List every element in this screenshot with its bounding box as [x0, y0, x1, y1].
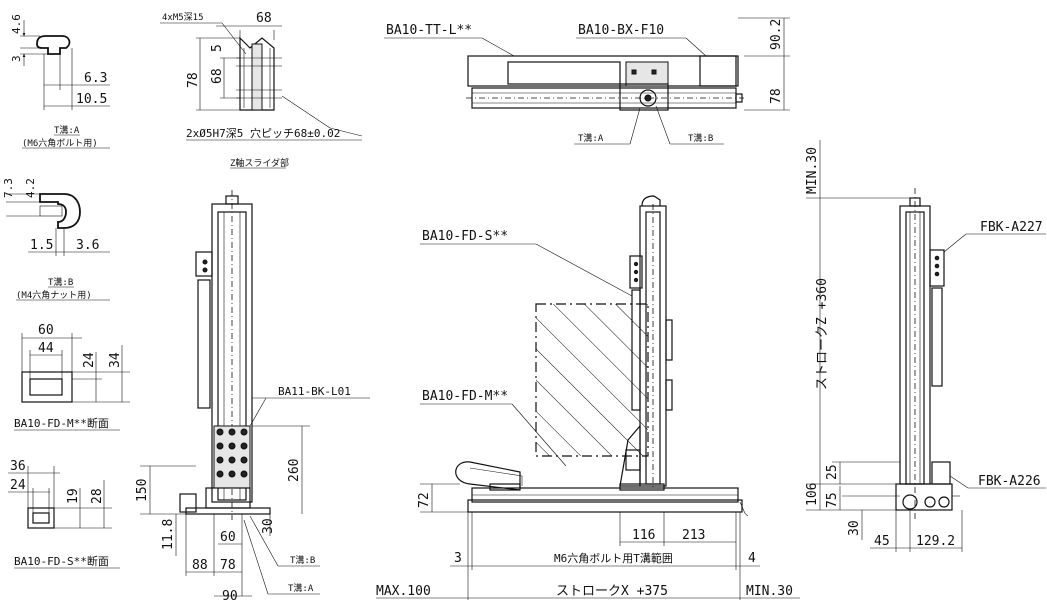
slot-b-title: T溝:B — [48, 276, 73, 288]
dim-19: 19 — [66, 488, 81, 504]
z-slider-detail: 4xM5深15 68 5 78 68 2xØ5H7深5 穴ピッチ68±0.02 … — [160, 11, 363, 169]
dim-60b: 60 — [220, 530, 236, 545]
dim-25: 25 — [825, 464, 840, 480]
dim-106: 106 — [805, 483, 820, 506]
dim-24b: 24 — [10, 478, 26, 493]
dim-1-5: 1.5 — [30, 238, 53, 253]
right-side-view: FBK-A227 FBK-A226 MIN.30 ストロークZ +360 106… — [805, 140, 1046, 552]
fd-s-section: 36 24 19 28 BA10-FD-S**断面 — [8, 459, 120, 569]
dim-68b: 68 — [210, 68, 225, 84]
dim-45: 45 — [874, 534, 890, 549]
dim-72: 72 — [417, 492, 432, 508]
slot-a-profile: 4.6 3 6.3 10.5 T溝:A (M6六角ボルト用) — [10, 14, 110, 149]
dim-78b: 78 — [769, 88, 784, 104]
front-view: BA10-FD-S** BA10-FD-M** 72 116 213 3 M6六… — [376, 195, 800, 600]
dim-3-6: 3.6 — [76, 238, 99, 253]
dim-68: 68 — [256, 11, 272, 26]
dim-34: 34 — [108, 352, 123, 368]
slot-b-side: T溝:B — [290, 554, 315, 566]
dim-78c: 78 — [220, 558, 236, 573]
top-view: BA10-TT-L** BA10-BX-F10 90.2 78 T溝:A T溝:… — [384, 17, 790, 145]
fd-m-section-label: BA10-FD-M**断面 — [14, 416, 109, 430]
slot-a-title: T溝:A — [54, 124, 80, 136]
dim-116: 116 — [632, 528, 655, 543]
fbk-a227: FBK-A227 — [980, 220, 1043, 235]
dim-11-8: 11.8 — [161, 519, 176, 550]
fd-m: BA10-FD-M** — [422, 389, 508, 404]
dim-10-5: 10.5 — [76, 92, 107, 107]
bk-l01: BA11-BK-L01 — [278, 385, 351, 398]
slider-holes: 4xM5深15 — [162, 12, 204, 23]
dim-44: 44 — [38, 341, 54, 356]
dim-150: 150 — [135, 479, 150, 502]
dim-28: 28 — [90, 488, 105, 504]
bracket-bolts — [213, 425, 251, 489]
dim-4: 4 — [748, 551, 756, 566]
dim-90-2: 90.2 — [769, 19, 784, 50]
slot-b-sub: (M4六角ナット用) — [16, 289, 92, 301]
max-100: MAX.100 — [376, 584, 431, 599]
workpiece-area — [535, 303, 649, 457]
slot-a-sub: (M6六角ボルト用) — [22, 137, 98, 149]
tt-l: BA10-TT-L** — [386, 23, 472, 38]
dim-36: 36 — [10, 459, 26, 474]
dim-3: 3 — [10, 55, 23, 62]
slot-a-top: T溝:A — [578, 132, 604, 144]
dim-260: 260 — [287, 459, 302, 482]
stroke-x: ストロークX +375 — [556, 584, 668, 599]
bx-f10: BA10-BX-F10 — [578, 23, 664, 38]
slot-b-top: T溝:B — [688, 132, 713, 144]
dim-129-2: 129.2 — [916, 534, 955, 549]
fbk-a226: FBK-A226 — [978, 474, 1041, 489]
side-view: BA11-BK-L01 260 150 11.8 30 60 88 78 90 … — [135, 190, 370, 602]
pin-holes: 2xØ5H7深5 穴ピッチ68±0.02 — [186, 126, 340, 140]
dim-30: 30 — [261, 518, 276, 534]
stroke-z: ストロークZ +360 — [815, 278, 830, 390]
slot-b-profile: 7.3 4.2 1.5 3.6 T溝:B (M4六角ナット用) — [2, 178, 110, 301]
dim-78: 78 — [186, 72, 201, 88]
dim-213: 213 — [682, 528, 705, 543]
dim-4-6: 4.6 — [10, 14, 23, 34]
dim-88: 88 — [192, 558, 208, 573]
dim-24: 24 — [82, 352, 97, 368]
fd-s: BA10-FD-S** — [422, 229, 508, 244]
min-30-bottom: MIN.30 — [746, 584, 793, 599]
dim-7-3: 7.3 — [2, 178, 15, 198]
fd-m-section: 60 44 24 34 BA10-FD-M**断面 — [14, 323, 130, 431]
dim-5: 5 — [210, 44, 225, 52]
z-slider-label: Z軸スライダ部 — [230, 157, 289, 169]
slot-range: M6六角ボルト用T溝範囲 — [554, 551, 673, 565]
dim-30b: 30 — [847, 520, 862, 536]
dim-6-3: 6.3 — [84, 71, 107, 86]
dim-75: 75 — [825, 492, 840, 508]
dim-90: 90 — [222, 589, 238, 602]
slot-a-side: T溝:A — [288, 582, 314, 594]
dim-3b: 3 — [454, 551, 462, 566]
fd-s-section-label: BA10-FD-S**断面 — [14, 554, 109, 568]
min-30-top: MIN.30 — [805, 147, 820, 194]
dim-60: 60 — [38, 323, 54, 338]
dim-4-2: 4.2 — [24, 178, 37, 198]
